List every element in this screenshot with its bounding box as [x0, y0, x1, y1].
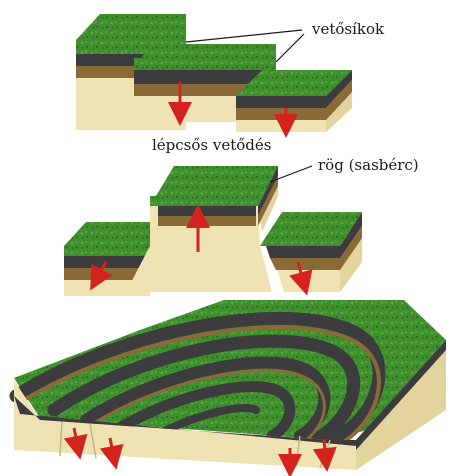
- down-arrow-horst-right: [289, 261, 313, 296]
- down-arrow-basin-2: [99, 437, 124, 470]
- down-arrow-basin-1: [63, 427, 88, 460]
- down-arrow-basin-4: [312, 439, 337, 472]
- basin-diagram: [9, 300, 446, 476]
- fault-planes-label: vetősíkok: [311, 20, 385, 38]
- horst-pointer: [269, 165, 313, 183]
- fault-plane-pointer-2: [275, 33, 305, 63]
- step-faulting-diagram: vetősíkok lépcsős vetődés: [76, 14, 385, 154]
- basin-side-strata: [356, 340, 446, 450]
- basin-front-face: [14, 380, 356, 470]
- horst-right-block: [260, 212, 362, 292]
- basin-front-strata-dark: [14, 396, 356, 446]
- horst-label: rög (sasbérc): [318, 156, 419, 174]
- down-arrow-horst-left: [90, 261, 113, 291]
- horst-diagram: rög (sasbérc): [64, 156, 419, 296]
- step-block-3: [236, 70, 352, 132]
- fault-plane-pointer-1: [185, 29, 303, 43]
- step-faulting-label: lépcsős vetődés: [152, 136, 271, 154]
